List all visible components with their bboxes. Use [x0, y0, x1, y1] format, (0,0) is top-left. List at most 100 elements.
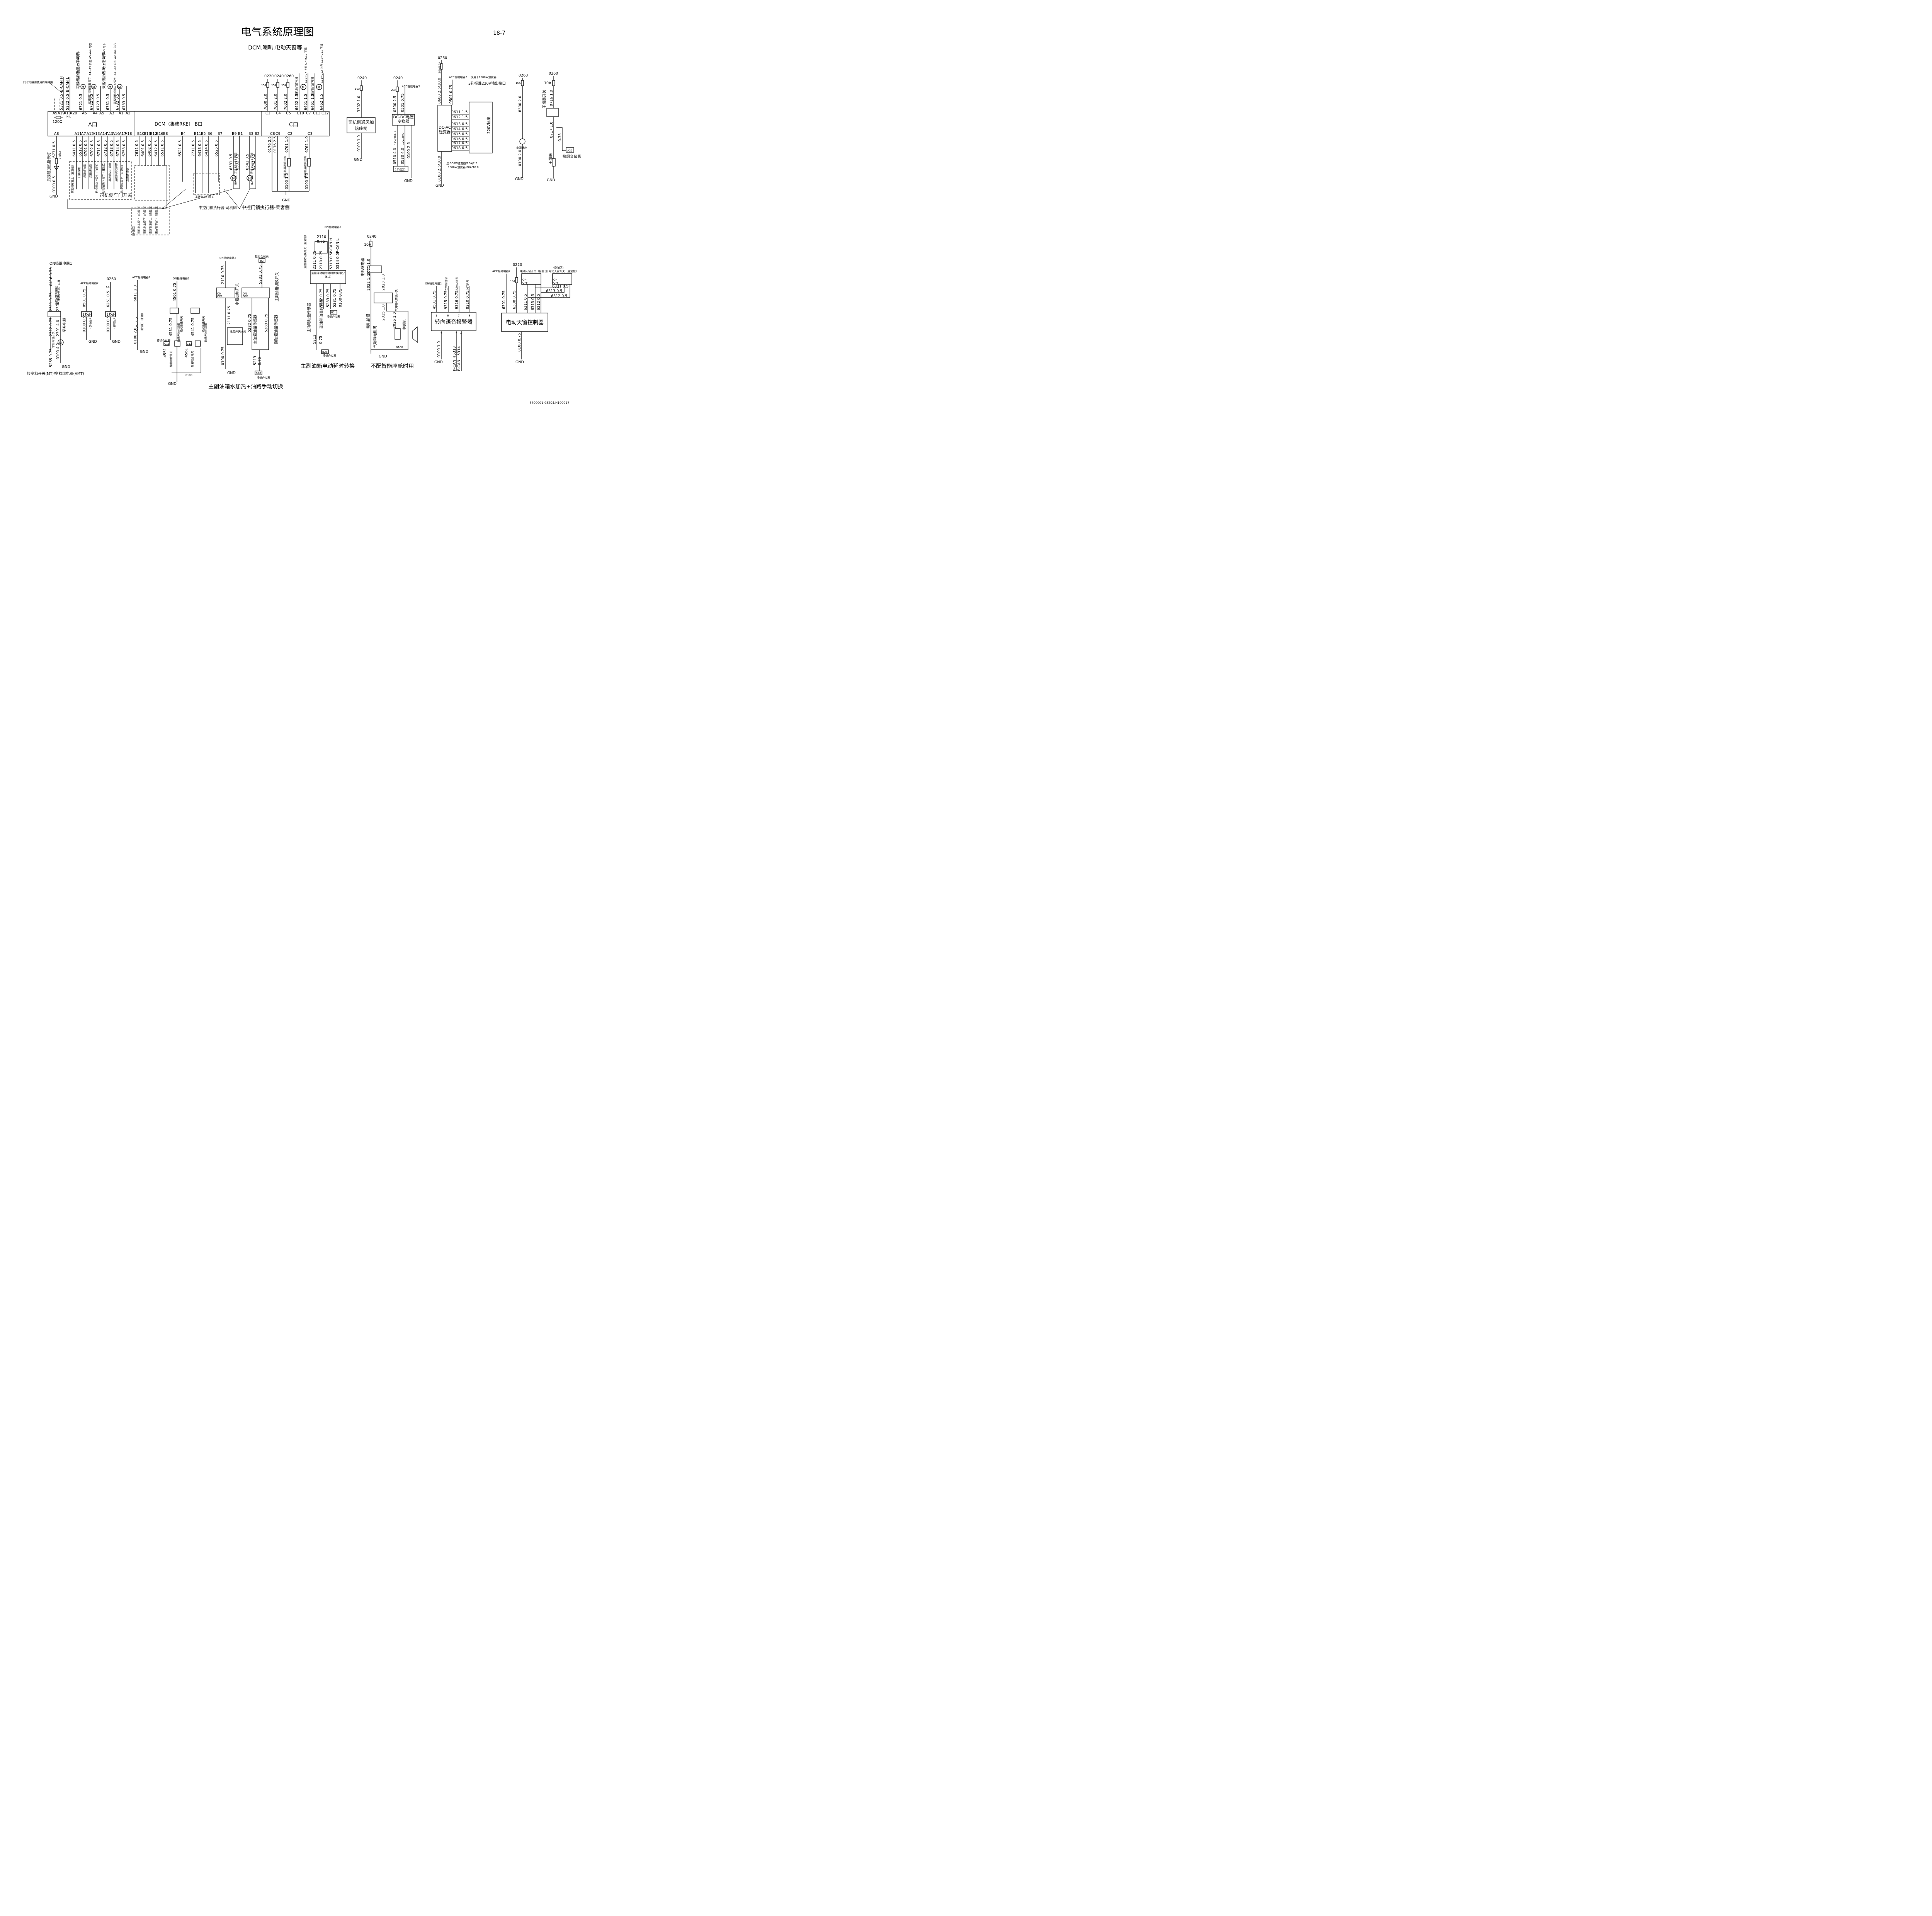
relay-label: ON档继电器1 — [49, 261, 72, 266]
dcac-wire-labels: 0600 2.5/10.0 0501 0.75 0100 2.5/10.0 20… — [437, 62, 453, 182]
pin-label: A20 — [70, 111, 77, 116]
a-top-wires — [54, 77, 127, 111]
switch-label: 司机侧车窗上（自复位） — [137, 204, 141, 234]
socket-label: 220V插座 — [486, 117, 491, 134]
wire-label: 0.35 — [558, 133, 562, 141]
pin-label: B12 — [150, 132, 157, 136]
fuse-rating: 10A — [364, 243, 371, 247]
can-label: P-CAN H — [329, 238, 333, 253]
tank-switch[interactable] — [242, 288, 270, 298]
a-bottom-wires — [53, 136, 127, 195]
wire-label: 6733 0.5 — [122, 94, 126, 110]
svg-text:M: M — [318, 86, 320, 89]
dcm-top-pins: A9 A19 A10 A20 A6 A4 A5 A3 A1 A2 C1 C4 C… — [53, 111, 329, 116]
wire-label: 0501 0.75 — [401, 94, 405, 112]
sleeper-switch — [131, 208, 170, 235]
wire-label: 0100 0.75 — [221, 347, 225, 365]
seat-heater-label: 司机侧通风加热座椅 — [348, 120, 374, 131]
relay-label: ACC档继电器2 — [80, 281, 99, 285]
switch-label: 乘客侧车窗上（自复位） — [71, 163, 74, 193]
wire-label: 0.75 — [319, 336, 323, 344]
diff-switch-2[interactable] — [190, 308, 200, 314]
tank-auto-switch[interactable] — [315, 241, 328, 254]
pin-label: C1 — [265, 111, 270, 116]
wire-label: 0615 0.5 — [451, 132, 468, 136]
wire-label: 6713 0.5 — [110, 140, 114, 157]
fuse-rating: 15A — [515, 82, 521, 85]
pin-label: 8 — [469, 314, 470, 317]
dcdc-wire-labels: 0500 2.5 0501 0.75 0510 4.0 0530 4.0 010… — [393, 94, 411, 164]
pin-note: A1→A2 向左 A2→A1 向右 — [113, 43, 117, 75]
switch-off: OFF — [217, 295, 223, 298]
signal-label: 小灯信号 — [466, 280, 469, 291]
wire-label: 3302 1.0 — [357, 96, 361, 112]
svg-text:M: M — [232, 177, 235, 180]
wire-label: 5213 — [313, 335, 317, 344]
pin-label: C4 — [276, 111, 281, 116]
sunroof-switch-2[interactable] — [552, 273, 572, 285]
wire-label: 4501 0.75 — [173, 283, 177, 301]
lift-wire-labels: 0416 0.75 2311 0.75 2300 4.0 2312 0.75 2… — [49, 267, 67, 367]
fuse-source: 0260 — [549, 71, 558, 76]
pin-label: 4 — [460, 332, 462, 335]
pin-label: A4 — [93, 111, 98, 116]
c-top-fuses: M M — [266, 73, 324, 111]
horn-switch[interactable] — [374, 293, 393, 303]
wire-label: 2022 1.0 — [367, 274, 371, 291]
wire-label: 7601 2.0 — [274, 94, 278, 110]
tank-auto-caption: 主副油箱电动延时转换 — [301, 363, 355, 369]
relay-label: ON档继电器2 — [173, 277, 189, 280]
horn-caption: 不配智能座舱时用 — [371, 363, 414, 369]
usb-port[interactable] — [105, 311, 116, 317]
pin-note: A3→A2 向上 A2→A3 向下 — [102, 43, 106, 75]
wire-label: 2015 1.0 — [381, 305, 386, 321]
output-label: 12V/30A - — [401, 131, 405, 145]
pin-note: A4→A5 向左 A5→A4 向右 — [88, 43, 92, 75]
cluster-label: 接组合仪表 — [157, 339, 170, 342]
pin-label: C2 — [287, 132, 293, 136]
wire-label: 6311 0.5 — [524, 294, 528, 310]
switch-off: OFF — [243, 295, 248, 298]
pin-label: A19 — [58, 111, 65, 116]
pin-label: B13 — [144, 132, 151, 136]
wire-label: 5322 0.5 — [66, 94, 70, 110]
wire-label: 乘客侧后视镜左右调节 — [113, 77, 117, 104]
pass-door-switch — [193, 173, 220, 195]
lift-label: 举升限位开关 — [51, 332, 55, 348]
cluster-code: A22 — [567, 149, 573, 152]
wire-label: 0611 1.5 — [451, 110, 468, 114]
wire-label: 0100 0.5 — [106, 316, 111, 332]
water-heat-switch[interactable] — [216, 288, 235, 298]
wire-label: 6462 1.5 — [320, 94, 324, 110]
wire-label: 5255 0.75 — [49, 349, 53, 367]
sunroof-controller-label: 电动天窗控制器 — [506, 319, 544, 326]
wire-label: 0100 2.5 — [407, 142, 411, 158]
can-label: P-CAN L — [457, 356, 461, 371]
wire-label: 0100 4.0 — [56, 343, 60, 359]
usb-label: USB — [107, 312, 116, 317]
resistor-label: 7.5kΩ — [58, 151, 61, 159]
wire-label: 6701 0.5 — [84, 140, 88, 157]
switch-label: 后视镜折叠 — [126, 168, 129, 182]
connector-code: B2 — [331, 311, 335, 314]
lamp-icon — [136, 316, 138, 331]
wire-label: 6301 0.75 — [502, 291, 506, 309]
usb-port[interactable] — [81, 311, 92, 317]
sensor-label: 主油箱油量传感器 — [253, 314, 258, 344]
12v-port — [393, 166, 408, 172]
pin-note: A6→A5 向上 A5→A6 向下 — [77, 51, 80, 83]
fuse-icon — [521, 80, 524, 86]
diff-switch-1[interactable] — [170, 308, 179, 314]
valve-label: 轮间差速电磁阀 — [204, 323, 207, 342]
switch-label: 门锁控制 — [77, 167, 81, 178]
svg-text:M: M — [118, 85, 121, 89]
b-bottom-wires: M M — [67, 136, 256, 209]
switch-label: 后视镜向下调节（自复位） — [102, 161, 105, 193]
dcm-label: DCM（集成RKE） B口 — [155, 121, 202, 127]
switch-label: 乘客侧车窗上（自复位） — [149, 204, 152, 234]
lift-bottom-label: 接空档开关(MT)/空挡继电器(AMT) — [27, 371, 84, 376]
dryer-switch[interactable] — [546, 108, 559, 117]
connector-code: C11 — [164, 342, 170, 345]
pin-label: B4 — [181, 132, 186, 136]
sunroof-switch-1[interactable] — [521, 273, 541, 285]
